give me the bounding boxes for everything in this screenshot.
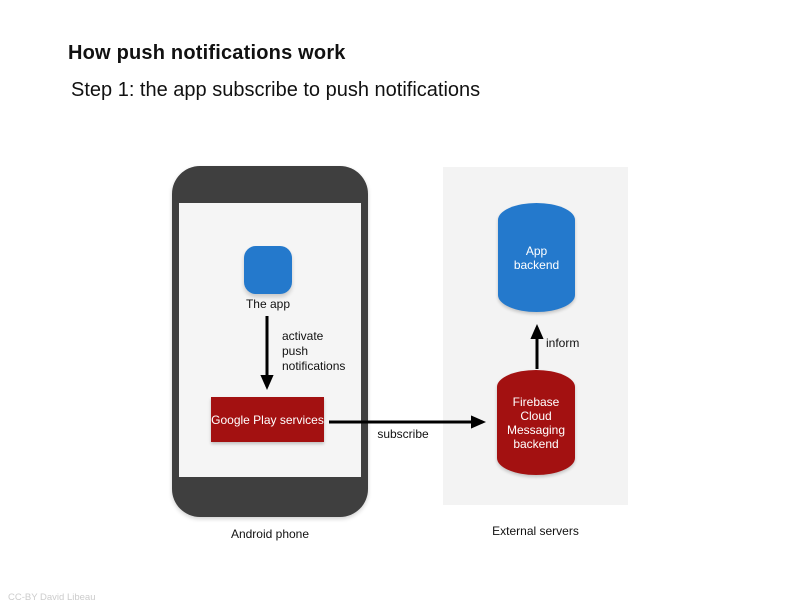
app-backend-label: App backend xyxy=(513,243,560,272)
credit-watermark: CC-BY David Libeau xyxy=(8,592,96,603)
activate-arrow-label: activate push notifications xyxy=(282,329,346,373)
app-backend-cylinder: App backend xyxy=(498,203,575,312)
servers-caption: External servers xyxy=(492,524,579,538)
app-icon xyxy=(244,246,292,294)
fcm-cylinder: Firebase Cloud Messaging backend xyxy=(497,370,575,475)
slide-subtitle: Step 1: the app subscribe to push notifi… xyxy=(71,79,481,101)
fcm-label: Firebase Cloud Messaging backend xyxy=(506,394,566,451)
slide-title: How push notifications work xyxy=(68,42,346,64)
subscribe-arrow-label: subscribe xyxy=(377,427,429,441)
inform-arrow-label: inform xyxy=(546,336,580,350)
app-label: The app xyxy=(245,297,291,311)
play-services-label: Google Play services xyxy=(211,412,324,427)
phone-caption: Android phone xyxy=(230,527,310,541)
play-services-box: Google Play services xyxy=(211,397,324,442)
